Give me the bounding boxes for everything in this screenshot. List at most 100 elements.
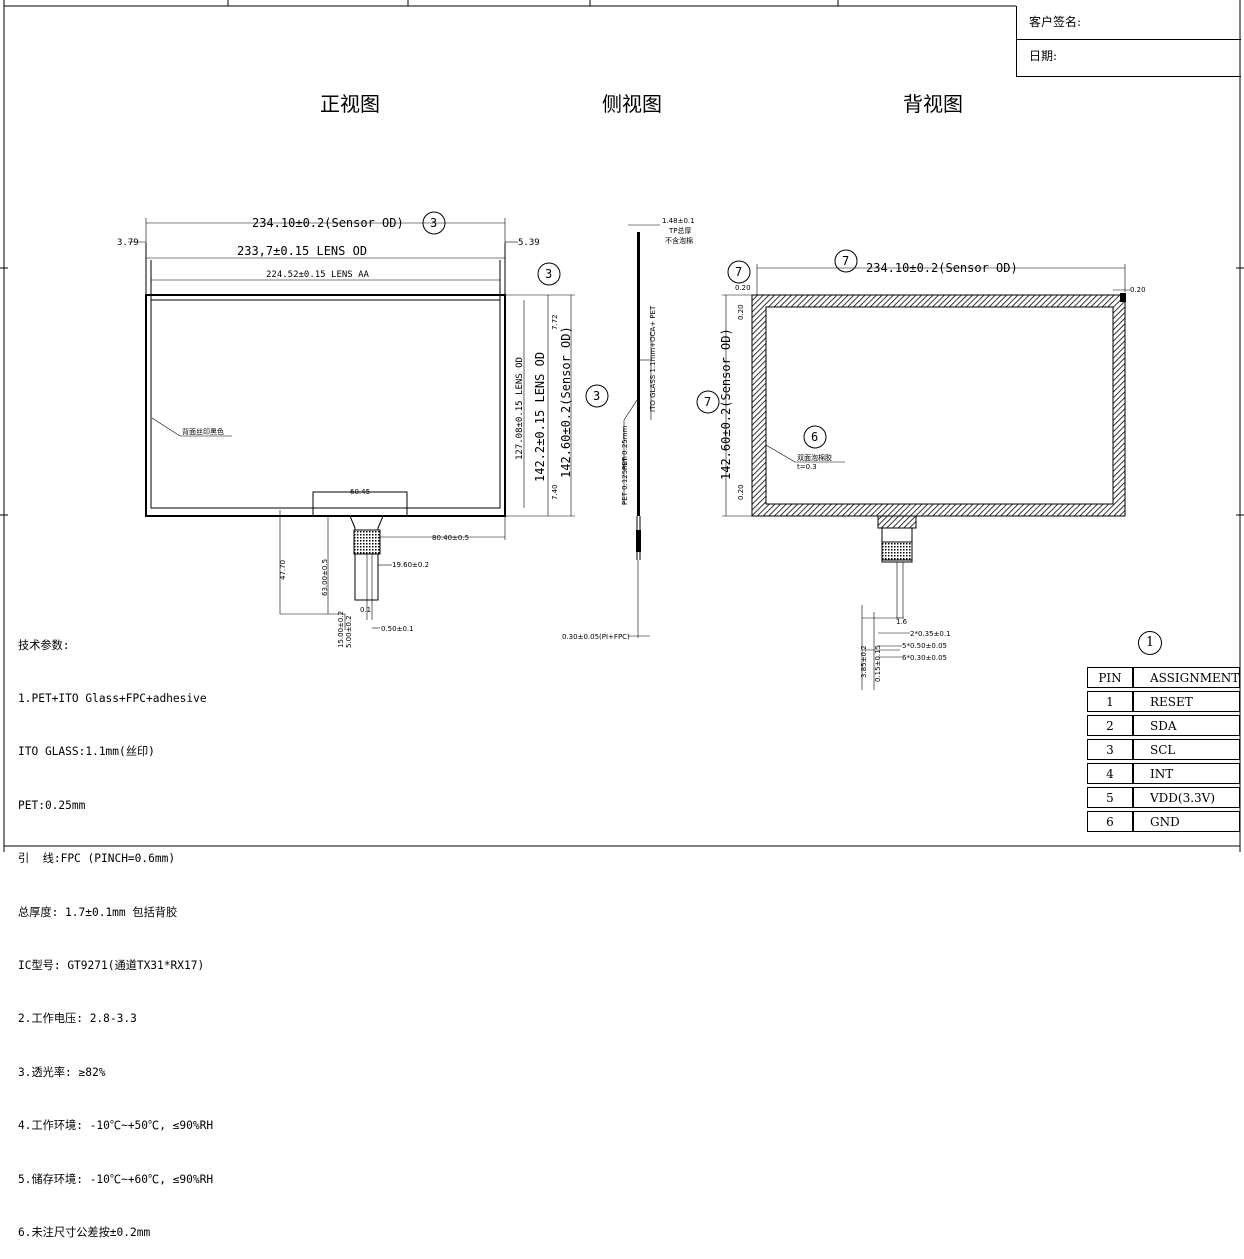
front-fpc-length-2: 63.00±0.5 bbox=[321, 559, 329, 596]
front-fpc-tail-len: 19.60±0.2 bbox=[392, 561, 429, 569]
tech-param-line: 6.未注尺寸公差按±0.2mm bbox=[18, 1225, 151, 1239]
customer-signature-field: 客户签名: bbox=[1017, 6, 1241, 40]
side-total-label: TP总厚 bbox=[668, 226, 692, 235]
tech-param-line: IC型号: GT9271(通道TX31*RX17) bbox=[18, 958, 205, 972]
back-offset-left: 0.20 bbox=[737, 304, 745, 320]
side-no-foam: 不含泡棉 bbox=[665, 236, 693, 245]
tech-param-line: 4.工作环境: -10℃~+50℃, ≤90%RH bbox=[18, 1119, 214, 1133]
front-fpc-tip: 0.1 bbox=[360, 606, 371, 614]
front-lens-aa-height: 127.08±0.15 LENS OD bbox=[515, 357, 525, 460]
front-left-offset: 3.79 bbox=[117, 238, 139, 248]
balloon-3-front-top: 3 bbox=[430, 216, 437, 230]
tech-param-line: 5.储存环境: -10℃~+60℃, ≤90%RH bbox=[18, 1172, 214, 1186]
front-fpc-length: 47.70 bbox=[279, 560, 287, 580]
side-view-title: 侧视图 bbox=[602, 92, 662, 116]
tech-param-line: 3.透光率: ≥82% bbox=[18, 1065, 106, 1079]
date-field: 日期: bbox=[1029, 49, 1058, 63]
balloons: 3 3 3 7 7 7 6 bbox=[422, 211, 858, 449]
front-fpc-width: 60.45 bbox=[350, 488, 370, 496]
front-sensor-od-height: 142.60±0.2(Sensor OD) bbox=[559, 326, 573, 478]
tech-param-line: 2.工作电压: 2.8-3.3 bbox=[18, 1012, 137, 1026]
tech-param-line: 技术参数: bbox=[18, 638, 70, 652]
front-right-offset: 5.39 bbox=[518, 238, 540, 248]
header-assignment: ASSIGNMENT bbox=[1133, 667, 1241, 688]
back-pitch-2: 5*0.50±0.05 bbox=[902, 642, 947, 650]
table-row: 1 RESET bbox=[1087, 691, 1241, 712]
table-row: 6 GND bbox=[1087, 811, 1241, 832]
tech-param-line: ITO GLASS:1.1mm(丝印) bbox=[18, 745, 155, 759]
front-fpc-offset: 80.40±0.5 bbox=[432, 534, 469, 542]
balloon-7-left: 7 bbox=[735, 265, 742, 279]
front-lens-aa-width: 224.52±0.15 LENS AA bbox=[266, 270, 370, 280]
signature-box: 客户签名: 日期: bbox=[1016, 6, 1241, 77]
front-fpc-tail-3: 15.00±0.2 bbox=[337, 611, 345, 648]
tech-param-line: PET:0.25mm bbox=[18, 798, 86, 812]
balloon-6: 6 bbox=[811, 430, 818, 444]
header-pin: PIN bbox=[1087, 667, 1133, 688]
pin-number: 3 bbox=[1087, 739, 1133, 760]
back-sensor-od-height: 142.60±0.2(Sensor OD) bbox=[719, 328, 733, 480]
back-offset-right: 0.20 bbox=[1130, 286, 1146, 294]
front-view-title: 正视图 bbox=[320, 92, 380, 116]
pin-assignment: SDA bbox=[1133, 715, 1241, 736]
back-fpc-width: 1.6 bbox=[896, 618, 908, 626]
balloon-3-front-right: 3 bbox=[545, 267, 552, 281]
side-layer-note: ITO GLASS 1.1mm+OCA+ PET bbox=[649, 305, 657, 412]
balloon-7-top: 7 bbox=[842, 254, 849, 268]
front-viewing-area bbox=[150, 299, 501, 509]
front-top-offset: 7.72 bbox=[551, 314, 559, 330]
front-glass-outline bbox=[145, 294, 506, 517]
front-lens-od-width: 233,7±0.15 LENS OD bbox=[237, 244, 367, 258]
pin-assignment: INT bbox=[1133, 763, 1241, 784]
front-fpc-tail-2: 5.00±0.2 bbox=[345, 615, 353, 648]
front-sensor-od-width: 234.10±0.2(Sensor OD) bbox=[252, 216, 404, 230]
front-view: 234.10±0.2(Sensor OD) 233,7±0.15 LENS OD… bbox=[117, 216, 575, 648]
table-row: 3 SCL bbox=[1087, 739, 1241, 760]
front-fpc-tail bbox=[320, 515, 400, 601]
balloon-1: 1 bbox=[1138, 631, 1162, 655]
back-pitch-1: 2*0.35±0.1 bbox=[910, 630, 951, 638]
back-inner-window bbox=[765, 306, 1114, 505]
tech-param-line: 总厚度: 1.7±0.1mm 包括背胶 bbox=[18, 905, 178, 919]
pin-number: 1 bbox=[1087, 691, 1133, 712]
side-fpc-thickness: 0.30±0.05(PI+FPC) bbox=[562, 633, 630, 641]
back-adhesive-frame bbox=[751, 294, 1126, 517]
pin-assignment: GND bbox=[1133, 811, 1241, 832]
pin-assignment: RESET bbox=[1133, 691, 1241, 712]
side-pet-note-2: PET 0.125mm bbox=[621, 456, 629, 505]
back-view: 234.10±0.2(Sensor OD) 142.60±0.2(Sensor … bbox=[719, 261, 1146, 690]
tech-params: 技术参数: 1.PET+ITO Glass+FPC+adhesive ITO G… bbox=[18, 601, 213, 1259]
tech-param-line: 引 线:FPC (PINCH=0.6mm) bbox=[18, 852, 176, 866]
back-tape-thickness: t=0.3 bbox=[797, 463, 817, 471]
balloon-7-height: 7 bbox=[704, 395, 711, 409]
back-offset-top: 0.20 bbox=[735, 284, 751, 292]
pin-assignment: SCL bbox=[1133, 739, 1241, 760]
pin-number: 5 bbox=[1087, 787, 1133, 808]
table-row: 5 VDD(3.3V) bbox=[1087, 787, 1241, 808]
front-print-note: 背面丝印黑色 bbox=[182, 427, 224, 436]
side-pet-note: PET 0.25mm bbox=[621, 425, 629, 470]
pin-number: 6 bbox=[1087, 811, 1133, 832]
pin-number: 2 bbox=[1087, 715, 1133, 736]
back-fpc-height-1: 3.85±0.2 bbox=[860, 645, 868, 678]
balloon-3-side: 3 bbox=[593, 389, 600, 403]
side-total-thickness: 1.48±0.1 bbox=[662, 217, 695, 225]
pin-assignment-table: PIN ASSIGNMENT 1 RESET 2 SDA 3 SCL 4 INT… bbox=[1087, 664, 1241, 835]
pin-number: 4 bbox=[1087, 763, 1133, 784]
side-view: 1.48±0.1 TP总厚 不含泡棉 ITO GLASS 1.1mm+OCA+ … bbox=[562, 217, 695, 641]
front-lens-od-height: 142.2±0.15 LENS OD bbox=[533, 352, 547, 482]
table-row: 4 INT bbox=[1087, 763, 1241, 784]
back-sensor-od-width: 234.10±0.2(Sensor OD) bbox=[866, 261, 1018, 275]
back-fpc-chip bbox=[881, 541, 913, 561]
front-fpc-chip bbox=[353, 529, 381, 555]
table-header-row: PIN ASSIGNMENT bbox=[1087, 667, 1241, 688]
tech-param-line: 1.PET+ITO Glass+FPC+adhesive bbox=[18, 691, 207, 705]
table-row: 2 SDA bbox=[1087, 715, 1241, 736]
back-fpc-height-2: 0.15±0.15 bbox=[874, 645, 882, 682]
front-bottom-offset: 7.40 bbox=[551, 484, 559, 500]
back-tape-note: 双面泡棉胶 bbox=[797, 453, 832, 462]
back-view-title: 背视图 bbox=[903, 92, 963, 116]
back-pitch-3: 6*0.30±0.05 bbox=[902, 654, 947, 662]
back-offset-bottom: 0.20 bbox=[737, 484, 745, 500]
side-panel-edge bbox=[637, 232, 640, 516]
